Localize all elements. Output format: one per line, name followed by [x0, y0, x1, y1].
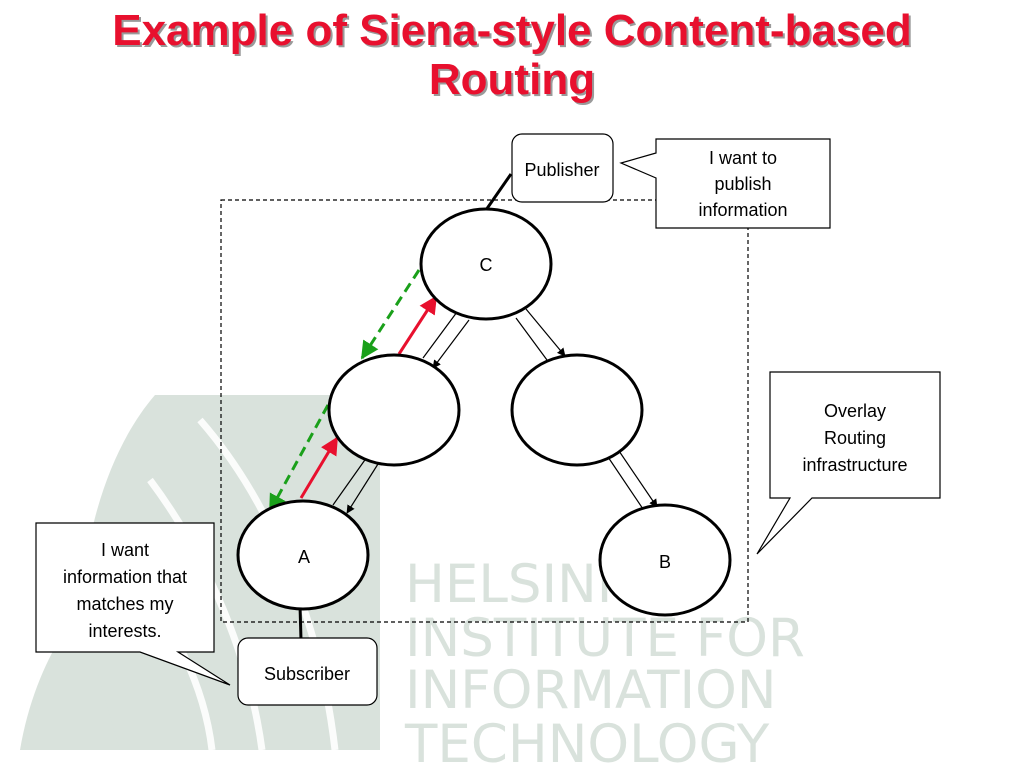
node-c-label: C	[480, 255, 493, 275]
node-b-label: B	[659, 552, 671, 572]
publisher-callout: I want to publish information	[619, 138, 831, 229]
subscriber-label: Subscriber	[264, 664, 350, 684]
overlay-callout-line-1: Overlay	[824, 401, 886, 421]
watermark-line-4: TECHNOLOGY	[404, 714, 770, 768]
overlay-boundary	[220, 199, 749, 623]
node-left	[327, 353, 461, 467]
subscriber-callout-line-3: matches my	[76, 594, 173, 614]
watermark-line-3: INFORMATION	[405, 660, 777, 721]
publisher-callout-line-3: information	[698, 200, 787, 220]
watermark-text: HELSINKI INSTITUTE FOR INFORMATION TECHN…	[404, 554, 805, 768]
subscriber-callout-line-4: interests.	[88, 621, 161, 641]
publisher-label: Publisher	[524, 160, 599, 180]
node-right	[510, 353, 644, 467]
slide-title: Example of Siena-style Content-based Rou…	[0, 6, 1024, 104]
advertisement-arrows	[268, 269, 421, 513]
routing-arrows	[332, 308, 658, 514]
subscriber-callout: I want information that matches my inter…	[35, 522, 231, 686]
overlay-callout-line-2: Routing	[824, 428, 886, 448]
publisher-box: Publisher	[511, 133, 614, 203]
watermark-line-2: INSTITUTE FOR	[405, 608, 805, 669]
subscription-arrows	[299, 295, 438, 499]
node-a-label: A	[298, 547, 310, 567]
publisher-link	[484, 173, 513, 211]
overlay-callout-line-3: infrastructure	[802, 455, 907, 475]
overlay-callout: Overlay Routing infrastructure	[756, 371, 941, 555]
slide-title-line-1: Example of Siena-style Content-based	[112, 6, 912, 55]
subscriber-box: Subscriber	[237, 637, 378, 706]
subscriber-callout-line-1: I want	[101, 540, 149, 560]
node-b: B	[598, 503, 732, 617]
publisher-callout-line-1: I want to	[709, 148, 777, 168]
subscriber-callout-line-2: information that	[63, 567, 187, 587]
node-c: C	[419, 207, 553, 321]
node-a: A	[236, 499, 370, 611]
subscriber-link	[298, 604, 303, 641]
publisher-callout-line-2: publish	[714, 174, 771, 194]
slide-title-line-2: Routing	[428, 55, 596, 104]
